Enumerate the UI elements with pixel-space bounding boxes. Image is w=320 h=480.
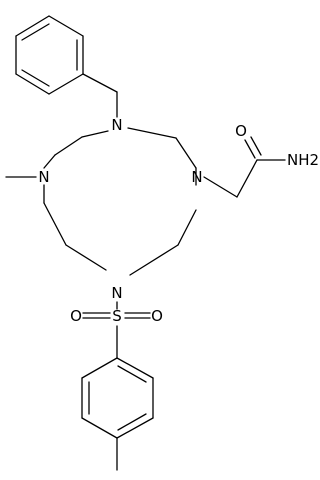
n-acetamide-label: N (191, 168, 202, 186)
n-benzyl-label: N (111, 116, 122, 134)
sulfonyl-group (82, 301, 151, 359)
carbonyl-oxygen-label: O (235, 122, 247, 140)
benzyl-linker (82, 73, 118, 118)
tolyl-ring (81, 357, 154, 439)
amide-nh2-label: NH2 (287, 151, 319, 169)
sulfur-label: S (112, 307, 122, 325)
n-methyl-label: N (38, 168, 49, 186)
acetamide-side-chain (203, 136, 286, 198)
sulfonyl-oxygen-left-label: O (70, 307, 82, 325)
sulfonyl-oxygen-right-label: O (151, 307, 163, 325)
macrocycle-ring (43, 127, 197, 276)
benzyl-phenyl-ring (15, 15, 84, 95)
n-tosyl-label: N (111, 284, 122, 302)
